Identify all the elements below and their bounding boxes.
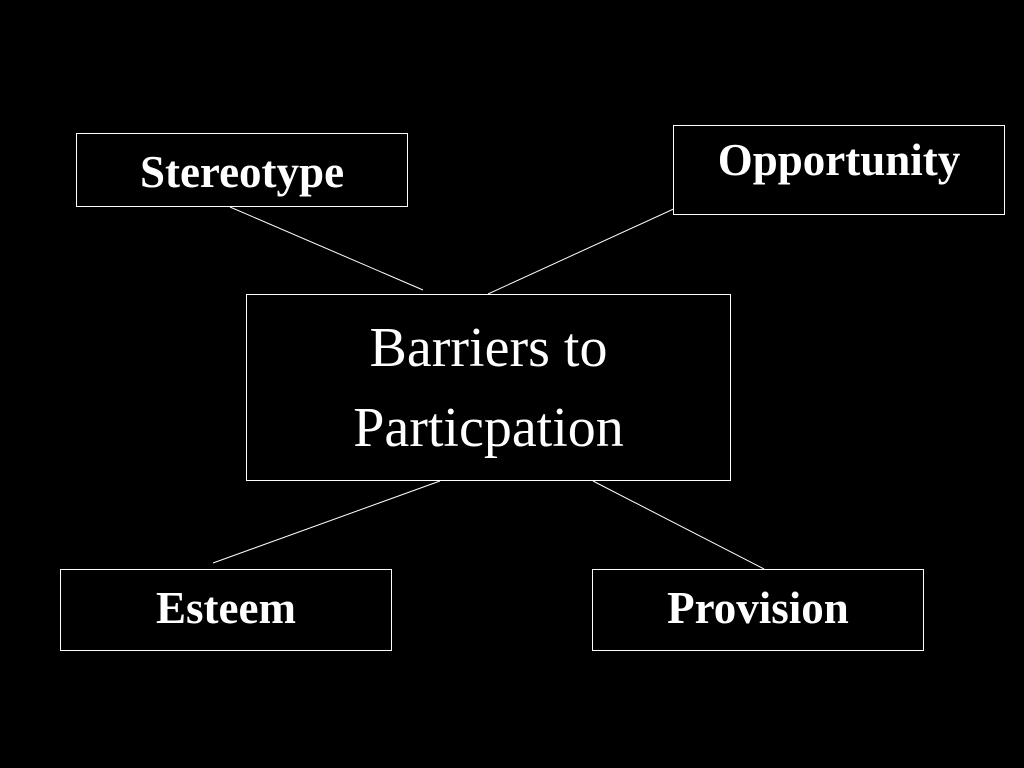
connector-esteem [212,480,441,564]
node-provision: Provision [592,569,924,651]
node-opportunity: Opportunity [673,125,1005,215]
node-esteem: Esteem [60,569,392,651]
node-esteem-label: Esteem [156,582,296,633]
node-center: Barriers to Particpation [246,294,731,481]
node-stereotype-label: Stereotype [139,146,345,197]
node-opportunity-label: Opportunity [717,135,961,185]
connector-provision [592,480,765,570]
center-label-line-2: Particpation [353,396,624,459]
node-provision-label: Provision [667,582,849,633]
connector-stereotype [229,206,424,291]
node-stereotype: Stereotype [76,133,408,207]
center-label-line-1: Barriers to [369,316,608,379]
